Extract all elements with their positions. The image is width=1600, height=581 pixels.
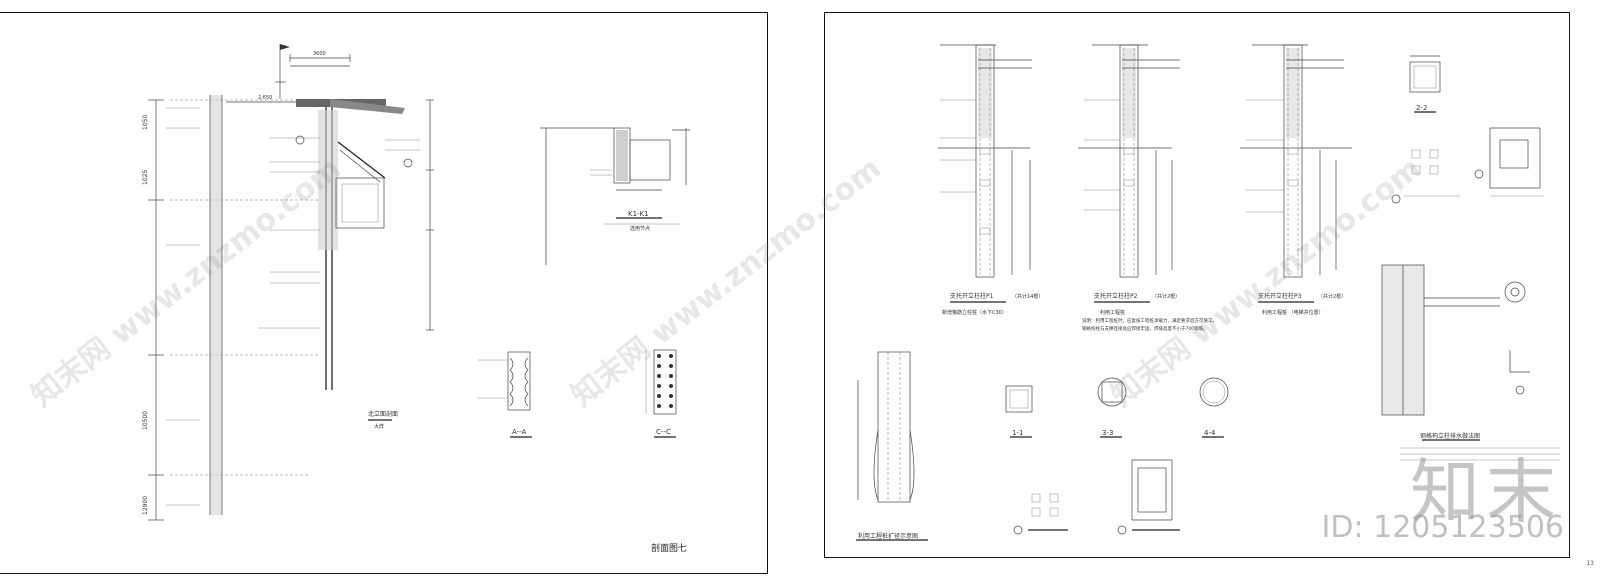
page-number: 13 bbox=[1586, 560, 1594, 567]
dim-label: 12900 bbox=[142, 496, 149, 515]
column-p3 bbox=[1240, 44, 1352, 303]
dim-label: 10500 bbox=[142, 411, 149, 430]
section-title-main: 北立面剖面 bbox=[368, 410, 398, 418]
column-p2 bbox=[1078, 44, 1180, 303]
section-title-a: A--A bbox=[512, 428, 527, 436]
dim-label: 1050 bbox=[142, 115, 149, 130]
right-sheet-labels: 支托开立柱柱P1 （共计14根） 新增箍筋立柱桩（水下C30） 支托开立柱柱P2… bbox=[858, 104, 1480, 540]
section-subtitle-k: 选用节点 bbox=[630, 225, 650, 232]
column-title-p2: 支托开立柱柱P2 bbox=[1094, 292, 1138, 300]
notes-line-2: 钢格构柱与支撑连接处应焊接牢固，焊缝高度不小于700钢筋。 bbox=[1082, 325, 1208, 332]
section-title-k: K1-K1 bbox=[628, 210, 649, 218]
left-sheet-border bbox=[0, 12, 768, 574]
notes-line-1: 说明：利用工程桩时，应复核工程桩承载力，满足要求后方可施工。 bbox=[1082, 317, 1217, 324]
column-count-p1: （共计14根） bbox=[1012, 293, 1043, 300]
section-subtitle-main: 大样 bbox=[374, 423, 384, 430]
column-sub-p3: 利用工程桩 （电梯井位置） bbox=[1262, 309, 1324, 316]
brand-id: ID: 1205123506 bbox=[1321, 510, 1564, 545]
column-count-p3: （共计2根） bbox=[1318, 293, 1346, 300]
left-sheet-drawing bbox=[148, 44, 690, 521]
section-mark-3-3: 3-3 bbox=[1102, 429, 1113, 437]
right-drawing-sheet: 支托开立柱柱P1 （共计14根） 新增箍筋立柱桩（水下C30） 支托开立柱柱P2… bbox=[800, 0, 1600, 581]
section-mark-2-2: 2-2 bbox=[1416, 104, 1427, 112]
right-sheet-drawing bbox=[856, 44, 1560, 541]
section-mark-4-4: 4-4 bbox=[1204, 429, 1216, 437]
column-sub-p1: 新增箍筋立柱桩（水下C30） bbox=[942, 309, 1007, 316]
left-sheet-labels: 3600 2.650 1050 1025 12900 10500 北立面剖面 大… bbox=[142, 51, 671, 515]
bolt-group-upper bbox=[1411, 149, 1439, 175]
right-sheet-border bbox=[824, 12, 1570, 558]
column-sub-p2: 利用工程桩 bbox=[1100, 309, 1125, 316]
column-title-p3: 支托开立柱柱P3 bbox=[1258, 292, 1302, 300]
dim-label: 3600 bbox=[313, 51, 326, 57]
dim-label: 2.650 bbox=[258, 95, 272, 101]
column-title-p1: 支托开立柱柱P1 bbox=[950, 292, 994, 300]
dim-label: 1025 bbox=[142, 170, 149, 185]
brand-logo: 知末 bbox=[1410, 451, 1562, 533]
detail-title-extended-pile: 利用工程桩扩径示意图 bbox=[858, 532, 918, 540]
detail-title-drainage: 钢格构立柱排水做法图 bbox=[1420, 432, 1480, 440]
column-count-p2: （共计2根） bbox=[1152, 293, 1180, 300]
section-mark-1-1: 1-1 bbox=[1012, 429, 1023, 437]
sheet-title: 剖面图七 bbox=[651, 544, 688, 554]
section-title-c: C--C bbox=[656, 428, 671, 436]
column-p1 bbox=[938, 44, 1032, 303]
left-drawing-sheet: 3600 2.650 1050 1025 12900 10500 北立面剖面 大… bbox=[0, 0, 786, 581]
